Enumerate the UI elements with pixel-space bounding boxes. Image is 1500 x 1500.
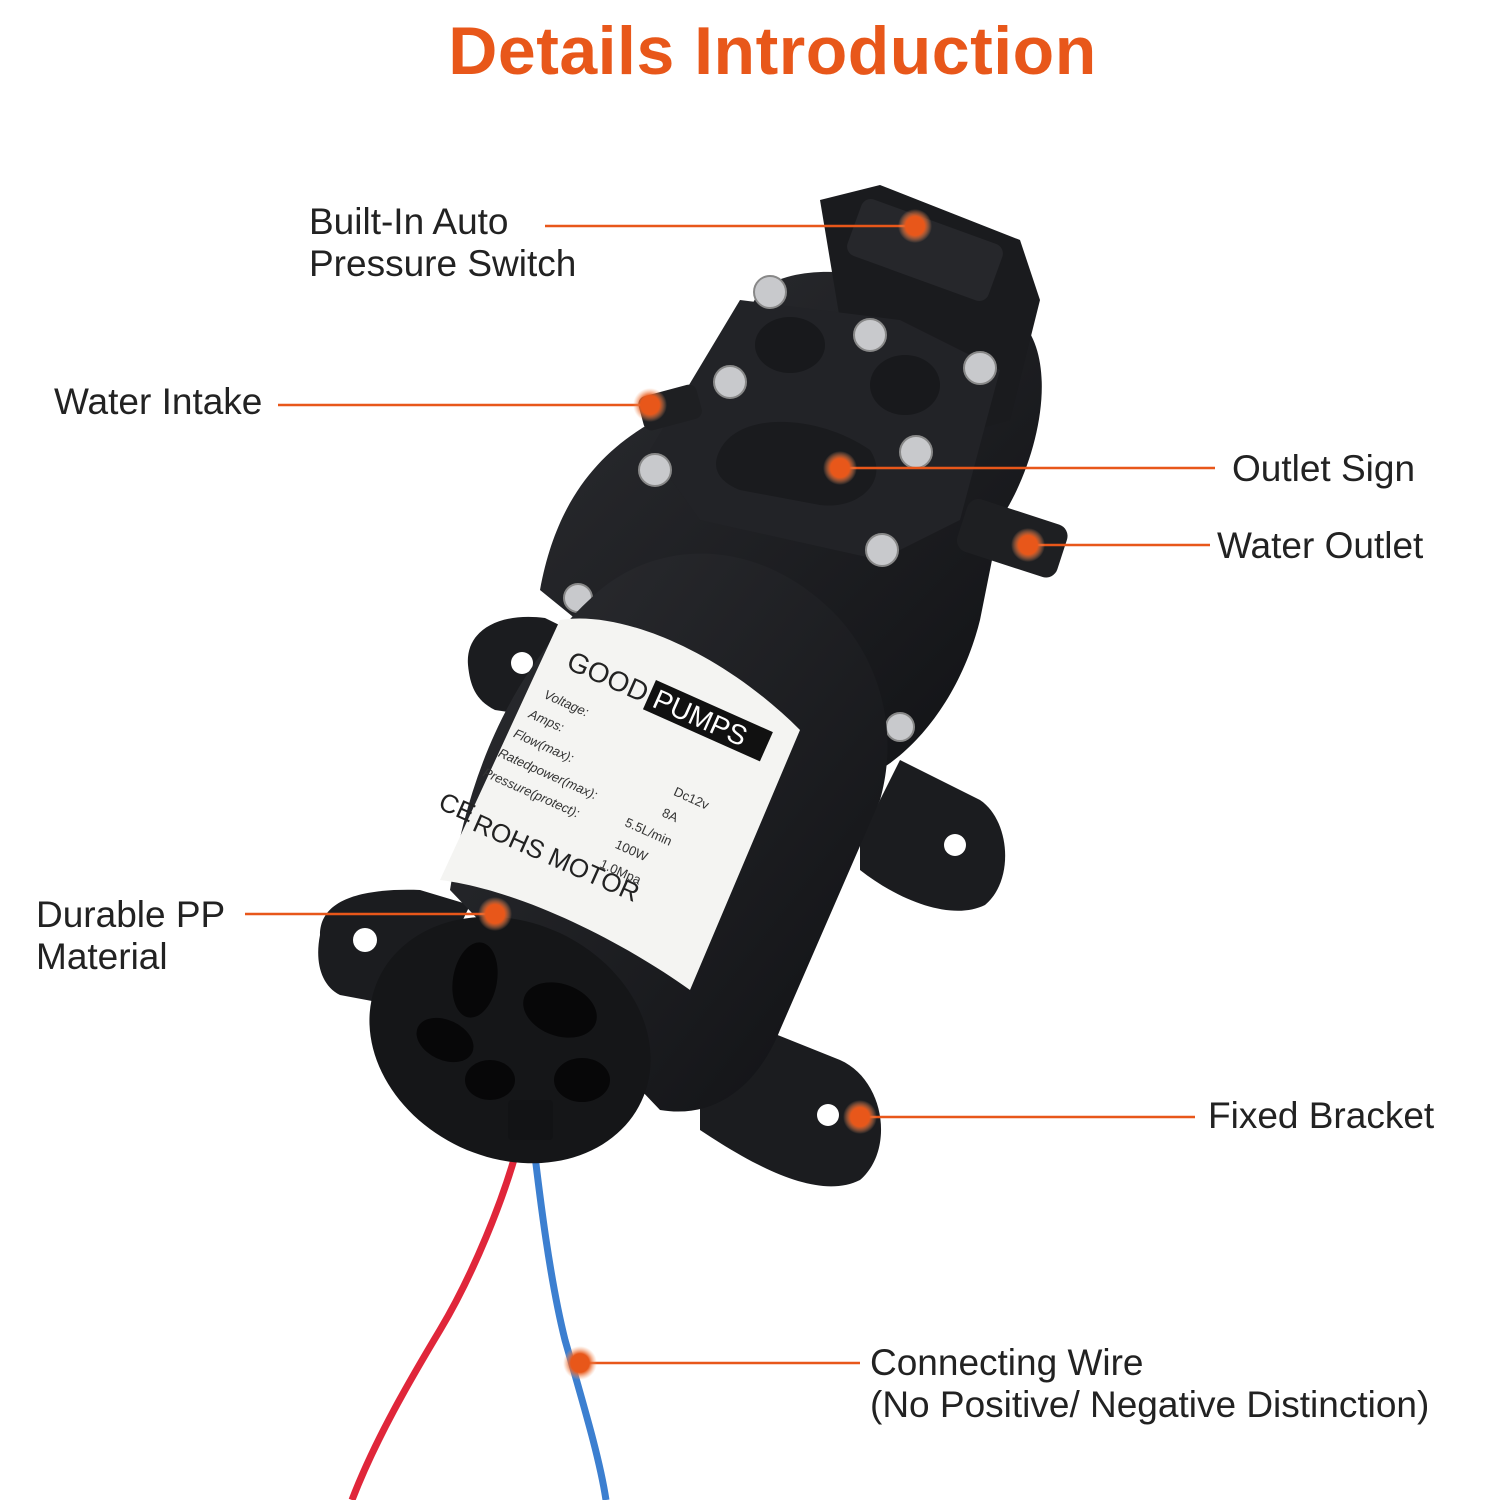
callout-dots [478, 209, 1045, 1380]
bracket-back-right [860, 760, 1006, 911]
label-pp-material-line1: Durable PP [36, 894, 226, 935]
screws [563, 275, 997, 742]
label-water-intake: Water Intake [54, 381, 263, 422]
label-pressure-switch-line2: Pressure Switch [309, 243, 577, 284]
red-wire [348, 1129, 526, 1500]
label-pp-material-line2: Material [36, 936, 168, 977]
page-title: Details Introduction [448, 13, 1097, 89]
label-connecting-wire: Connecting Wire (No Positive/ Negative D… [870, 1342, 1429, 1426]
label-connecting-wire-line1: Connecting Wire [870, 1342, 1144, 1383]
callout-lines [245, 224, 1215, 1365]
label-fixed-bracket: Fixed Bracket [1208, 1095, 1435, 1136]
label-pressure-switch-line1: Built-In Auto [309, 201, 509, 242]
sticker-value-1: 8A [660, 805, 681, 825]
label-outlet-sign: Outlet Sign [1232, 448, 1416, 489]
label-water-outlet: Water Outlet [1217, 525, 1424, 566]
blue-wire [528, 1129, 610, 1500]
label-pp-material: Durable PP Material [36, 894, 225, 978]
outlet-nozzle [956, 498, 1068, 578]
label-pressure-switch: Built-In Auto Pressure Switch [309, 201, 576, 285]
label-connecting-wire-line2: (No Positive/ Negative Distinction) [870, 1384, 1430, 1425]
